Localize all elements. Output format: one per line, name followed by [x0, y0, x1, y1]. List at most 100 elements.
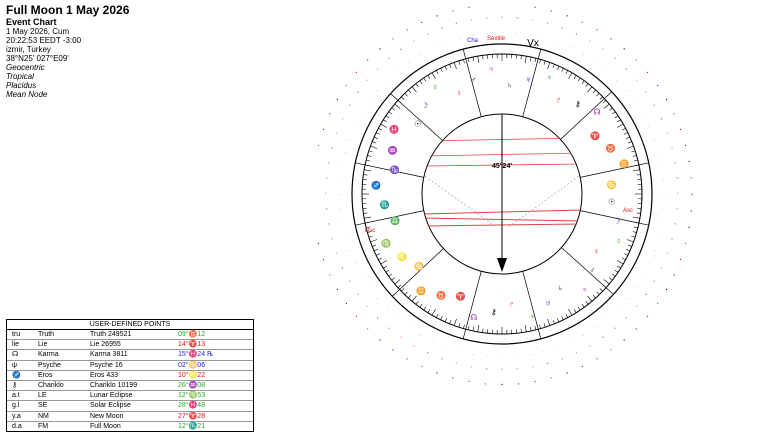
- udp-name: Eros: [38, 371, 90, 380]
- planet-glyph-icon: ♊: [416, 286, 426, 296]
- outer-mark: •: [485, 381, 487, 386]
- degree-tick: [609, 278, 612, 280]
- outer-mark: •: [596, 357, 598, 362]
- outer-mark: •: [610, 36, 612, 41]
- degree-tick: [468, 58, 469, 62]
- outer-mark: •: [329, 272, 331, 277]
- outer-mark: °: [532, 19, 534, 24]
- planet-glyph-icon: ♄: [507, 80, 513, 89]
- degree-tick: [544, 61, 545, 65]
- outer-mark: ·: [446, 40, 448, 45]
- udp-position: 27°♈28: [175, 412, 253, 421]
- planet-glyph-icon: ♉: [606, 143, 616, 153]
- setting-placidus: Placidus: [6, 81, 266, 90]
- house-cusp-line: [523, 271, 541, 339]
- outer-mark: ·: [582, 332, 584, 337]
- outer-mark: •: [596, 27, 598, 32]
- planet-glyph-icon: ♃: [488, 64, 494, 73]
- udp-abbr: ⚷: [7, 381, 38, 390]
- planet-glyph-icon: ⚷: [491, 308, 497, 317]
- udp-position: 28°♓48: [175, 401, 253, 410]
- outer-mark: ·: [369, 285, 371, 290]
- outer-mark: •: [673, 272, 675, 277]
- degree-tick: [367, 155, 371, 156]
- outer-mark: ·: [648, 260, 650, 265]
- outer-mark: •: [436, 371, 438, 376]
- degree-tick: [612, 274, 615, 276]
- degree-tick: [609, 108, 612, 110]
- outer-mark: •: [636, 58, 638, 63]
- outer-mark: •: [468, 379, 470, 384]
- degree-tick: [454, 62, 456, 69]
- outer-mark: ·: [349, 137, 351, 142]
- degree-tick: [562, 68, 564, 72]
- degree-tick: [626, 137, 630, 139]
- outer-mark: °: [636, 79, 638, 84]
- outer-mark: °: [654, 280, 656, 285]
- planet-glyph-icon: ☽: [613, 217, 620, 226]
- outer-mark: °: [589, 40, 591, 45]
- outer-mark: •: [685, 241, 687, 246]
- outer-mark: °: [326, 207, 328, 212]
- planet-glyph-icon: ♆: [546, 73, 552, 82]
- outer-mark: ·: [529, 352, 531, 357]
- degree-tick: [463, 59, 464, 63]
- outer-mark: °: [654, 104, 656, 109]
- outer-mark: •: [501, 6, 503, 7]
- planet-glyph-icon: ♊: [619, 159, 629, 169]
- degree-tick: [416, 301, 418, 304]
- outer-mark: ·: [397, 316, 399, 321]
- outer-mark: •: [685, 143, 687, 148]
- udp-position: 12°♏21: [175, 422, 253, 431]
- outer-mark: ·: [616, 77, 618, 82]
- outer-mark: °: [349, 280, 351, 285]
- planet-glyph-icon: ♎: [390, 216, 400, 226]
- outer-mark: ·: [446, 344, 448, 349]
- degree-tick: [604, 104, 609, 108]
- degree-tick: [408, 295, 411, 298]
- degree-tick: [412, 87, 416, 92]
- udp-caption: USER-DEFINED POINTS: [7, 320, 253, 330]
- planet-glyph-icon: ♌: [397, 252, 407, 262]
- degree-tick: [370, 239, 377, 241]
- degree-tick: [432, 309, 436, 315]
- udp-position: 26°♒08: [175, 381, 253, 390]
- degree-tick: [521, 329, 522, 333]
- degree-tick: [478, 56, 479, 63]
- planet-glyph-icon: ♓: [389, 124, 399, 134]
- udp-full-name: Psyche 16: [90, 361, 175, 370]
- degree-tick: [637, 213, 641, 214]
- udp-name: SE: [38, 401, 90, 410]
- degree-tick: [547, 62, 549, 69]
- outer-mark: ·: [557, 40, 559, 45]
- outer-mark: •: [582, 364, 584, 369]
- planet-glyph-icon: ♑: [390, 164, 400, 174]
- degree-tick: [593, 90, 596, 93]
- outer-mark: °: [501, 16, 503, 21]
- planet-glyph-icon: ☉: [414, 119, 421, 128]
- udp-position: 09°♉12: [175, 330, 253, 339]
- outer-mark: °: [413, 344, 415, 349]
- udp-abbr: g.l: [7, 401, 38, 410]
- outer-mark: °: [427, 352, 429, 357]
- udp-position: 15°♓24 ℞: [175, 350, 253, 359]
- udp-name: Karma: [38, 350, 90, 359]
- event-location: izmir, Turkey: [6, 45, 266, 54]
- degree-tick: [468, 326, 469, 330]
- degree-tick: [374, 249, 378, 251]
- outer-mark: •: [582, 20, 584, 25]
- degree-tick: [424, 307, 426, 310]
- udp-abbr: ☊: [7, 350, 38, 359]
- outer-mark: •: [346, 83, 348, 88]
- outer-mark: •: [673, 112, 675, 117]
- outer-mark: ·: [433, 45, 435, 50]
- degree-tick: [408, 90, 411, 93]
- degree-tick: [445, 66, 447, 70]
- outer-mark: °: [674, 161, 676, 166]
- outer-mark: °: [441, 27, 443, 32]
- outer-mark: ·: [420, 332, 422, 337]
- planet-glyph-icon: ♒: [388, 145, 398, 155]
